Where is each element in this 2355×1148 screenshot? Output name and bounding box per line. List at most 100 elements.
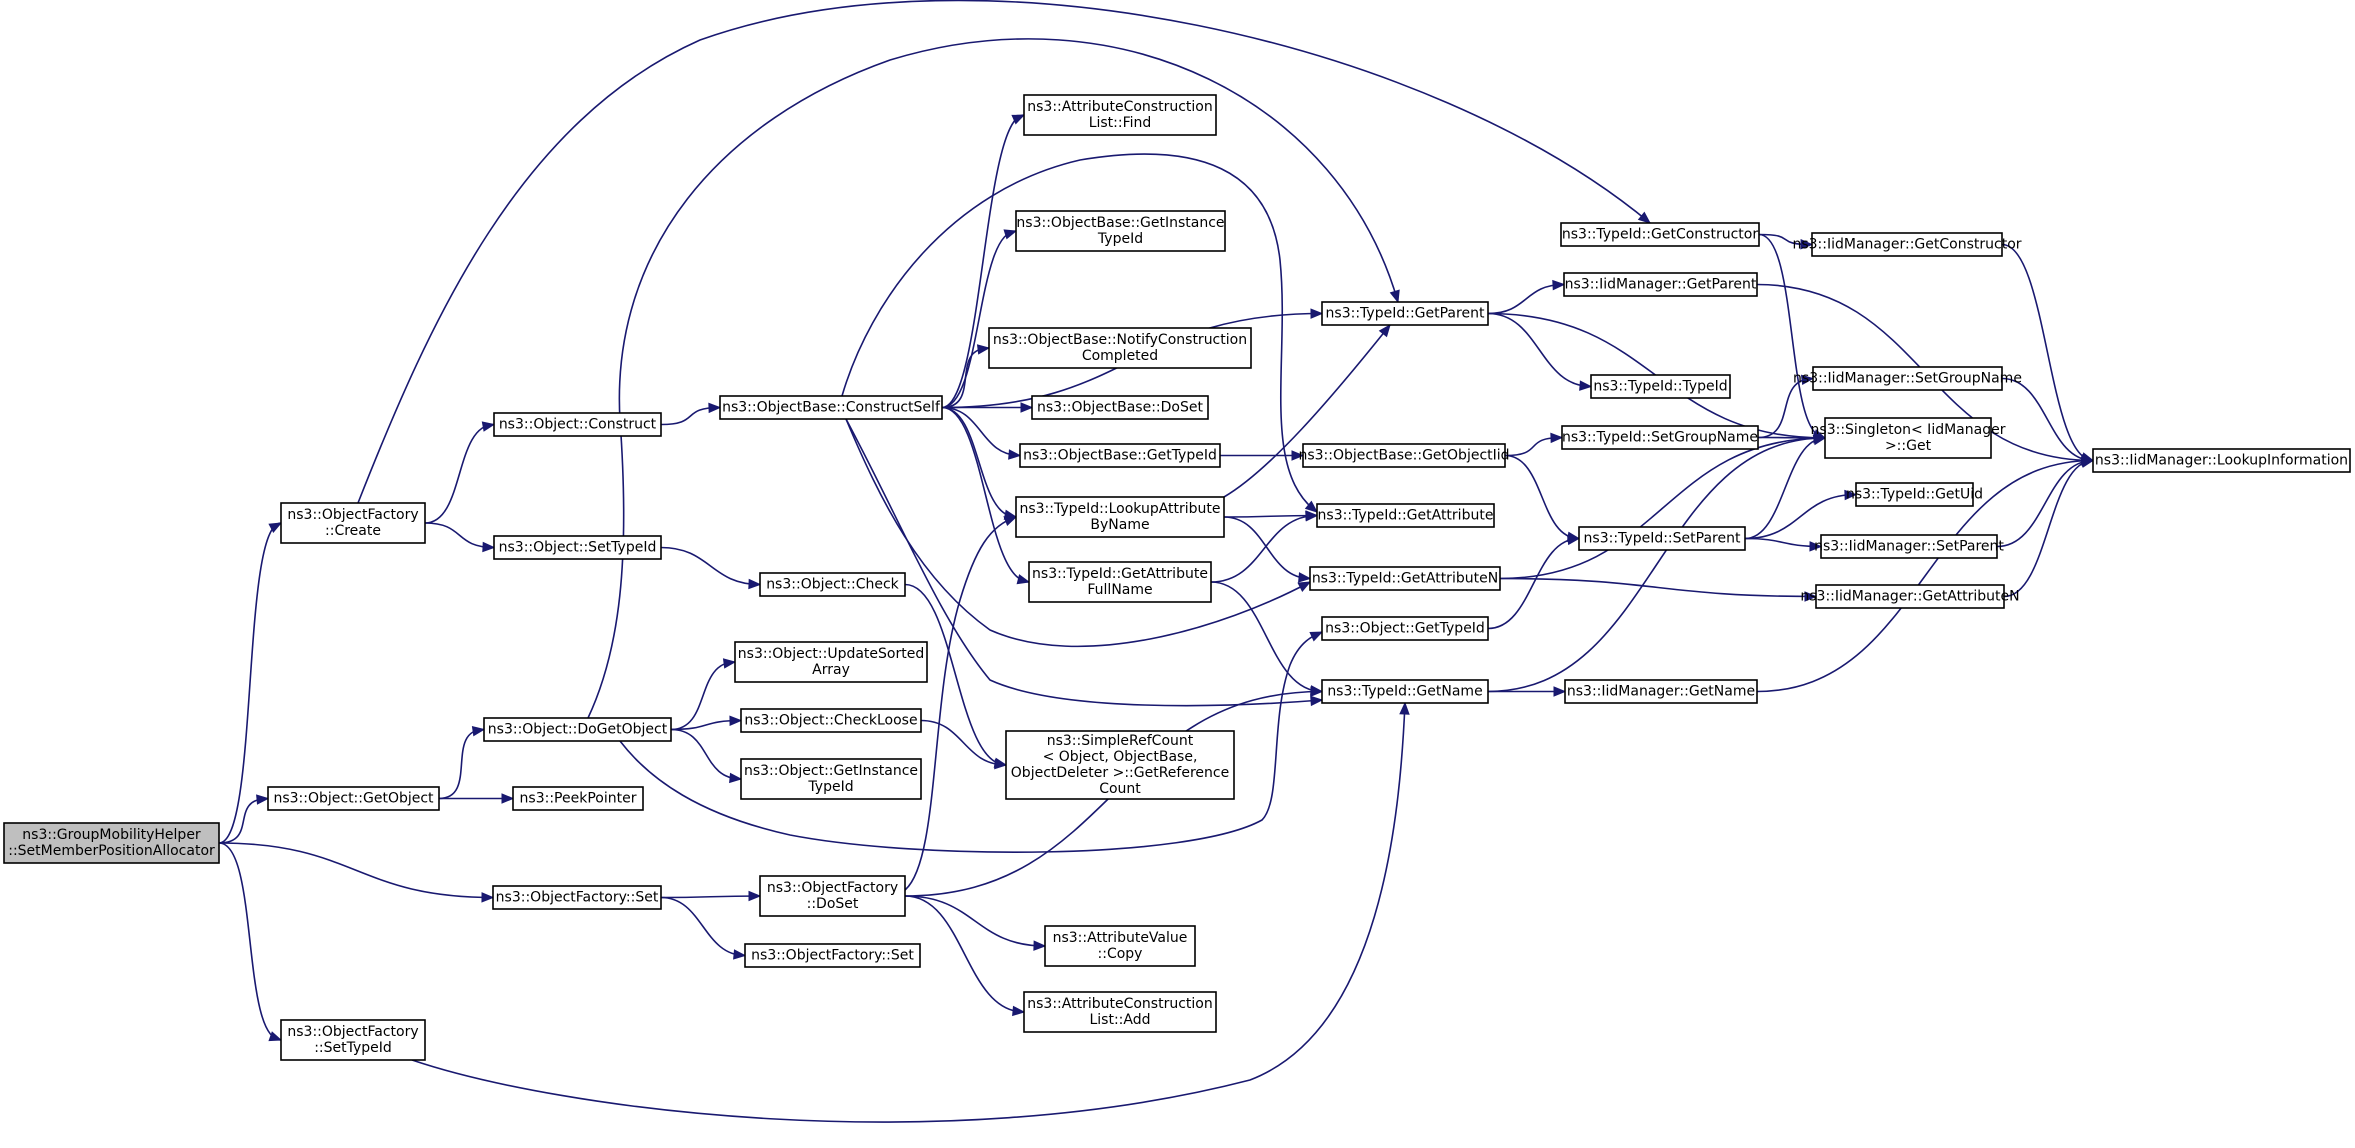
- edge-line: [904, 895, 1046, 947]
- node-tidSetGroupName[interactable]: ns3::TypeId::SetGroupName: [1561, 425, 1759, 450]
- arrowhead: [1579, 380, 1593, 391]
- edge-line: [845, 418, 1311, 648]
- node-iidGetConstructor[interactable]: ns3::IidManager::GetConstructor: [1792, 232, 2022, 257]
- arrowhead: [481, 421, 496, 432]
- node-label-line: TypeId: [1097, 231, 1143, 247]
- edge-line: [660, 546, 761, 586]
- node-root[interactable]: ns3::GroupMobilityHelper::SetMemberPosit…: [3, 822, 220, 864]
- arrowhead: [1553, 686, 1567, 697]
- arrowhead: [1804, 591, 1818, 602]
- node-box: [1015, 496, 1225, 538]
- node-obGetObjectIid[interactable]: ns3::ObjectBase::GetObjectIid: [1298, 443, 1510, 468]
- node-iidGetName[interactable]: ns3::IidManager::GetName: [1564, 679, 1758, 704]
- edge-line: [904, 516, 1017, 891]
- edge-objSetTypeId-to-objCheck: [660, 546, 762, 590]
- node-box: [734, 641, 928, 683]
- node-label-line: ns3::ObjectFactory: [287, 1024, 418, 1040]
- edge-line: [920, 719, 1007, 766]
- node-tidTypeId[interactable]: ns3::TypeId::TypeId: [1590, 374, 1731, 399]
- arrowhead: [1003, 509, 1018, 520]
- node-objDoGetObject[interactable]: ns3::Object::DoGetObject: [483, 717, 672, 742]
- edge-obConstructSelf-to-obGetTypeId: [941, 406, 1022, 460]
- node-tidGetAttribute[interactable]: ns3::TypeId::GetAttribute: [1316, 503, 1495, 528]
- edge-line: [1744, 493, 1857, 540]
- node-label-line: ns3::TypeId::TypeId: [1593, 379, 1727, 395]
- node-objGetObject[interactable]: ns3::Object::GetObject: [267, 786, 440, 811]
- node-avCopy[interactable]: ns3::AttributeValue::Copy: [1044, 925, 1196, 967]
- arrowhead: [1399, 701, 1410, 715]
- node-ofDoSet[interactable]: ns3::ObjectFactory::DoSet: [759, 875, 906, 917]
- edge-obConstructSelf-to-tidGetAttributeN: [845, 418, 1312, 648]
- node-ofSet2[interactable]: ns3::ObjectFactory::Set: [744, 943, 921, 968]
- node-singletonGet[interactable]: ns3::Singleton< IidManager >::Get: [1811, 417, 2006, 459]
- edge-obConstructSelf-to-tidGetName: [845, 418, 1324, 707]
- arrowhead: [994, 758, 1008, 770]
- edge-line: [941, 406, 1021, 457]
- node-label-line: Array: [812, 662, 850, 678]
- edge-objDoGetObject-to-tidGetParent: [587, 38, 1400, 719]
- node-tidGetAttributeN[interactable]: ns3::TypeId::GetAttributeN: [1309, 566, 1501, 591]
- edge-line: [1487, 283, 1565, 315]
- node-box: [1044, 925, 1196, 967]
- arrowhead: [1020, 402, 1034, 413]
- node-simpleRefCount[interactable]: ns3::SimpleRefCount< Object, ObjectBase,…: [1005, 730, 1235, 800]
- node-iidLookupInfo[interactable]: ns3::IidManager::LookupInformation: [2092, 448, 2351, 473]
- node-peekPointer[interactable]: ns3::PeekPointer: [512, 786, 644, 811]
- node-tidGetParent[interactable]: ns3::TypeId::GetParent: [1321, 301, 1489, 326]
- node-objGetTypeId[interactable]: ns3::Object::GetTypeId: [1321, 616, 1489, 641]
- node-tidSetParent[interactable]: ns3::TypeId::SetParent: [1578, 526, 1746, 551]
- node-label-line: ns3::Object::GetInstance: [744, 763, 918, 779]
- arrowhead: [748, 578, 762, 590]
- node-label-line: ns3::TypeId::GetParent: [1326, 306, 1485, 322]
- edge-obConstructSelf-to-obGetInstTypeId: [941, 229, 1018, 409]
- node-iidSetGroupName[interactable]: ns3::IidManager::SetGroupName: [1793, 366, 2022, 391]
- node-label-line: Count: [1099, 781, 1141, 797]
- node-box: [1560, 222, 1760, 247]
- node-box: [1561, 425, 1759, 450]
- node-box: [740, 708, 922, 733]
- node-iidSetParent[interactable]: ns3::IidManager::SetParent: [1814, 534, 2004, 559]
- edge-ofCreate-to-objConstruct: [424, 421, 496, 524]
- node-iidGetAttributeN[interactable]: ns3::IidManager::GetAttributeN: [1800, 584, 2020, 609]
- node-tidGetConstructor[interactable]: ns3::TypeId::GetConstructor: [1560, 222, 1760, 247]
- edge-line: [1487, 312, 1592, 388]
- node-ofCreate[interactable]: ns3::ObjectFactory::Create: [280, 502, 426, 544]
- node-obDoSet[interactable]: ns3::ObjectBase::DoSet: [1031, 395, 1209, 420]
- node-label-line: TypeId: [807, 779, 853, 795]
- node-objCheck[interactable]: ns3::Object::Check: [759, 572, 906, 597]
- node-objCheckLoose[interactable]: ns3::Object::CheckLoose: [740, 708, 922, 733]
- node-obNotify[interactable]: ns3::ObjectBase::NotifyConstructionCompl…: [988, 327, 1252, 369]
- edge-objGetTypeId-to-tidSetParent: [1487, 534, 1581, 630]
- node-objConstruct[interactable]: ns3::Object::Construct: [493, 412, 662, 437]
- arrowhead: [1305, 511, 1319, 522]
- edge-root-to-ofSetTypeId: [218, 842, 283, 1042]
- node-ofSetTypeId[interactable]: ns3::ObjectFactory::SetTypeId: [280, 1019, 426, 1061]
- node-box: [719, 395, 943, 420]
- node-ofSet1[interactable]: ns3::ObjectFactory::Set: [492, 885, 662, 910]
- node-box: [740, 758, 922, 800]
- node-label-line: ns3::Object::DoGetObject: [488, 722, 668, 738]
- node-tidGetName[interactable]: ns3::TypeId::GetName: [1321, 679, 1489, 704]
- node-box: [1564, 679, 1758, 704]
- node-obConstructSelf[interactable]: ns3::ObjectBase::ConstructSelf: [719, 395, 943, 420]
- node-label-line: ns3::Object::CheckLoose: [744, 713, 917, 729]
- node-obGetTypeId[interactable]: ns3::ObjectBase::GetTypeId: [1019, 443, 1221, 468]
- node-label-line: ns3::ObjectBase::DoSet: [1037, 400, 1203, 416]
- arrowhead: [1800, 239, 1814, 250]
- node-label-line: ::Copy: [1098, 946, 1143, 962]
- edge-iidSetParent-to-iidLookupInfo: [1996, 456, 2095, 548]
- node-objSetTypeId[interactable]: ns3::Object::SetTypeId: [493, 535, 662, 560]
- node-iidGetParent[interactable]: ns3::IidManager::GetParent: [1563, 272, 1758, 297]
- edge-obConstructSelf-to-tidLookupAttr: [941, 406, 1018, 520]
- edge-line: [941, 406, 1030, 583]
- arrowhead: [501, 793, 515, 804]
- node-tidGetUid[interactable]: ns3::TypeId::GetUid: [1846, 482, 1983, 507]
- arrowhead: [1008, 449, 1022, 460]
